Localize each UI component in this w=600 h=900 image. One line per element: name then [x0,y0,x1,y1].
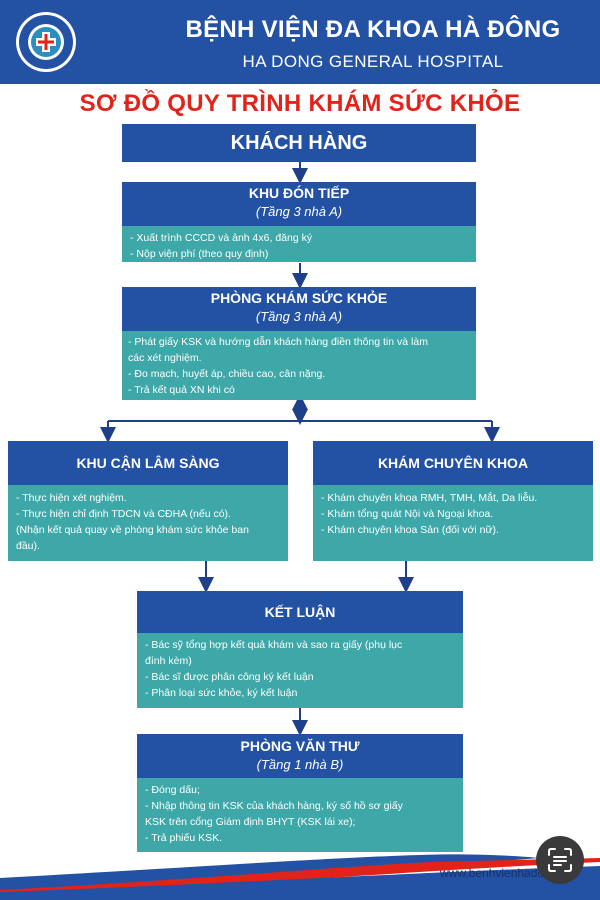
hospital-name: BỆNH VIỆN ĐA KHOA HÀ ĐÔNG [185,16,561,43]
exam-room-item: - Phát giấy KSK và hướng dẫn khách hàng … [128,336,428,348]
records-item: KSK trên cổng Giám định BHYT (KSK lái xe… [145,816,356,828]
exam-room-title: PHÒNG KHÁM SỨC KHỎE [210,290,388,306]
records-body: - Đóng dấu; - Nhập thông tin KSK của khá… [137,778,463,852]
reception-body: - Xuất trình CCCD và ảnh 4x6, đăng ký - … [122,226,476,262]
specialist-item: - Khám tổng quát Nội và Ngoại khoa. [321,508,494,520]
conclusion-title: KẾT LUẬN [264,604,336,620]
page-title: SƠ ĐỒ QUY TRÌNH KHÁM SỨC KHỎE [79,90,521,117]
conclusion-item: - Bác sỹ tổng hợp kết quả khám và sao ra… [145,639,403,651]
conclusion-item: - Phân loại sức khỏe, ký kết luận [145,687,298,699]
paraclinical-header: KHU CẬN LÂM SÀNG [8,441,288,485]
reception-item: - Xuất trình CCCD và ảnh 4x6, đăng ký [130,232,313,244]
paraclinical-item: - Thực hiện xét nghiệm. [16,492,127,504]
records-location: (Tầng 1 nhà B) [256,757,344,772]
conclusion-item: đính kèm) [145,655,192,667]
text-scan-button[interactable] [536,836,584,884]
records-item: - Nhập thông tin KSK của khách hàng, ký … [145,800,403,812]
conclusion-body: - Bác sỹ tổng hợp kết quả khám và sao ra… [137,633,463,708]
specialist-header: KHÁM CHUYÊN KHOA [313,441,593,485]
conclusion-item: - Bác sĩ được phân công ký kết luận [145,671,314,683]
records-header: PHÒNG VĂN THƯ (Tầng 1 nhà B) [137,734,463,778]
specialist-item: - Khám chuyên khoa RMH, TMH, Mắt, Da liễ… [321,492,538,504]
records-item: - Đóng dấu; [145,784,200,796]
exam-room-item: - Trả kết quả XN khi có [128,384,235,396]
exam-room-item: các xét nghiệm. [128,352,202,364]
records-title: PHÒNG VĂN THƯ [240,738,360,754]
records-item: - Trả phiếu KSK. [145,832,223,844]
customer-box: KHÁCH HÀNG [122,124,476,162]
reception-header: KHU ĐÓN TIẾP (Tầng 3 nhà A) [122,182,476,226]
paraclinical-item: đầu). [16,540,40,552]
specialist-title: KHÁM CHUYÊN KHOA [377,455,529,471]
paraclinical-title: KHU CẬN LÂM SÀNG [76,455,220,471]
exam-room-item: - Đo mạch, huyết áp, chiều cao, cân nặng… [128,368,326,380]
hospital-name-english: HA DONG GENERAL HOSPITAL [242,52,504,71]
reception-title: KHU ĐÓN TIẾP [248,185,350,201]
exam-room-location: (Tầng 3 nhà A) [255,309,343,324]
paraclinical-body: - Thực hiện xét nghiệm. - Thực hiện chỉ … [8,485,288,561]
reception-item: - Nộp viện phí (theo quy định) [130,248,269,260]
scan-text-icon [548,848,572,872]
conclusion-header: KẾT LUẬN [137,591,463,633]
specialist-item: - Khám chuyên khoa Sản (đối với nữ). [321,524,499,536]
hospital-header: BỆNH VIỆN ĐA KHOA HÀ ĐÔNG HA DONG GENERA… [0,0,600,84]
hospital-logo-icon [16,12,76,72]
specialist-body: - Khám chuyên khoa RMH, TMH, Mắt, Da liễ… [313,485,593,561]
paraclinical-item: (Nhận kết quả quay về phòng khám sức khỏ… [16,524,249,536]
paraclinical-item: - Thực hiện chỉ định TDCN và CĐHA (nếu c… [16,508,231,520]
reception-location: (Tầng 3 nhà A) [255,204,343,219]
exam-room-header: PHÒNG KHÁM SỨC KHỎE (Tầng 3 nhà A) [122,287,476,331]
exam-room-body: - Phát giấy KSK và hướng dẫn khách hàng … [122,331,476,400]
